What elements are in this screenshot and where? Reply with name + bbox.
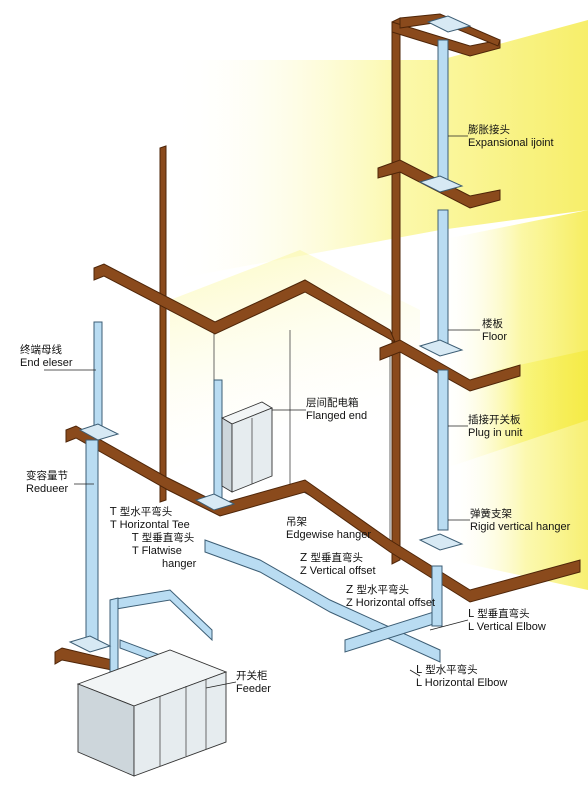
- label-reducer: 变容量节 Redueer: [26, 470, 68, 496]
- label-zh: Z 型水平弯头: [346, 584, 410, 596]
- label-en: T Horizontal Tee: [110, 519, 190, 531]
- label-zh: 开关柜: [236, 670, 268, 682]
- label-en: Flanged end: [306, 410, 368, 422]
- distribution-box: [220, 401, 274, 493]
- label-zh: L 型垂直弯头: [468, 608, 530, 620]
- label-floor: 楼板 Floor: [482, 318, 507, 344]
- label-en: Z Vertical offset: [300, 565, 376, 577]
- label-en: Rigid vertical hanger: [470, 521, 571, 533]
- label-en: Edgewise hanger: [286, 529, 372, 541]
- label-t-flatwise: T 型垂直弯头 T Flatwise hanger: [132, 532, 196, 571]
- label-plug-in-unit: 插接开关板 Plug in unit: [468, 414, 522, 440]
- label-expansion-joint: 膨胀接头 Expansional ijoint: [468, 124, 554, 150]
- label-z-horizontal-offset: Z 型水平弯头 Z Horizontal offset: [346, 584, 435, 610]
- label-en: L Horizontal Elbow: [416, 677, 508, 689]
- leader-lines: [44, 135, 480, 689]
- floor-flanges: [68, 15, 472, 653]
- label-zh: L 型水平弯头: [416, 664, 478, 676]
- label-zh: 变容量节: [26, 470, 68, 482]
- label-en: Feeder: [236, 683, 271, 695]
- label-zh: 终端母线: [20, 344, 62, 356]
- label-en: Plug in unit: [468, 427, 523, 439]
- label-l-vertical-elbow: L 型垂直弯头 L Vertical Elbow: [468, 608, 546, 634]
- feeder-cabinet: [76, 649, 228, 777]
- label-zh: 插接开关板: [468, 414, 521, 426]
- label-zh: 层间配电箱: [306, 397, 359, 409]
- label-zh: 膨胀接头: [468, 124, 510, 136]
- label-feeder: 开关柜 Feeder: [236, 670, 271, 696]
- label-zh: 吊架: [286, 516, 307, 528]
- floor-beams: [54, 13, 581, 671]
- label-en: Redueer: [26, 483, 69, 495]
- label-end-closer: 终端母线 End eleser: [20, 344, 73, 370]
- label-zh: 弹簧支架: [470, 508, 512, 520]
- label-flanged-end: 层间配电箱 Flanged end: [306, 397, 367, 423]
- label-en: L Vertical Elbow: [468, 621, 546, 633]
- label-en: Floor: [482, 331, 508, 343]
- label-zh: T 型水平弯头: [110, 506, 173, 518]
- label-en: Z Horizontal offset: [346, 597, 436, 609]
- label-en: Expansional ijoint: [468, 137, 554, 149]
- label-en: T Flatwise: [132, 545, 182, 557]
- label-en: End eleser: [20, 357, 73, 369]
- label-zh: T 型垂直弯头: [132, 532, 195, 544]
- label-en: hanger: [162, 558, 197, 570]
- label-edgewise-hanger: 吊架 Edgewise hanger: [286, 516, 371, 542]
- label-rigid-vertical-hanger: 弹簧支架 Rigid vertical hanger: [470, 508, 570, 534]
- label-t-horizontal-tee: T 型水平弯头 T Horizontal Tee: [110, 506, 190, 532]
- label-zh: Z 型垂直弯头: [300, 552, 364, 564]
- label-z-vertical-offset: Z 型垂直弯头 Z Vertical offset: [300, 552, 376, 578]
- label-l-horizontal-elbow: L 型水平弯头 L Horizontal Elbow: [416, 664, 507, 690]
- label-zh: 楼板: [482, 318, 503, 330]
